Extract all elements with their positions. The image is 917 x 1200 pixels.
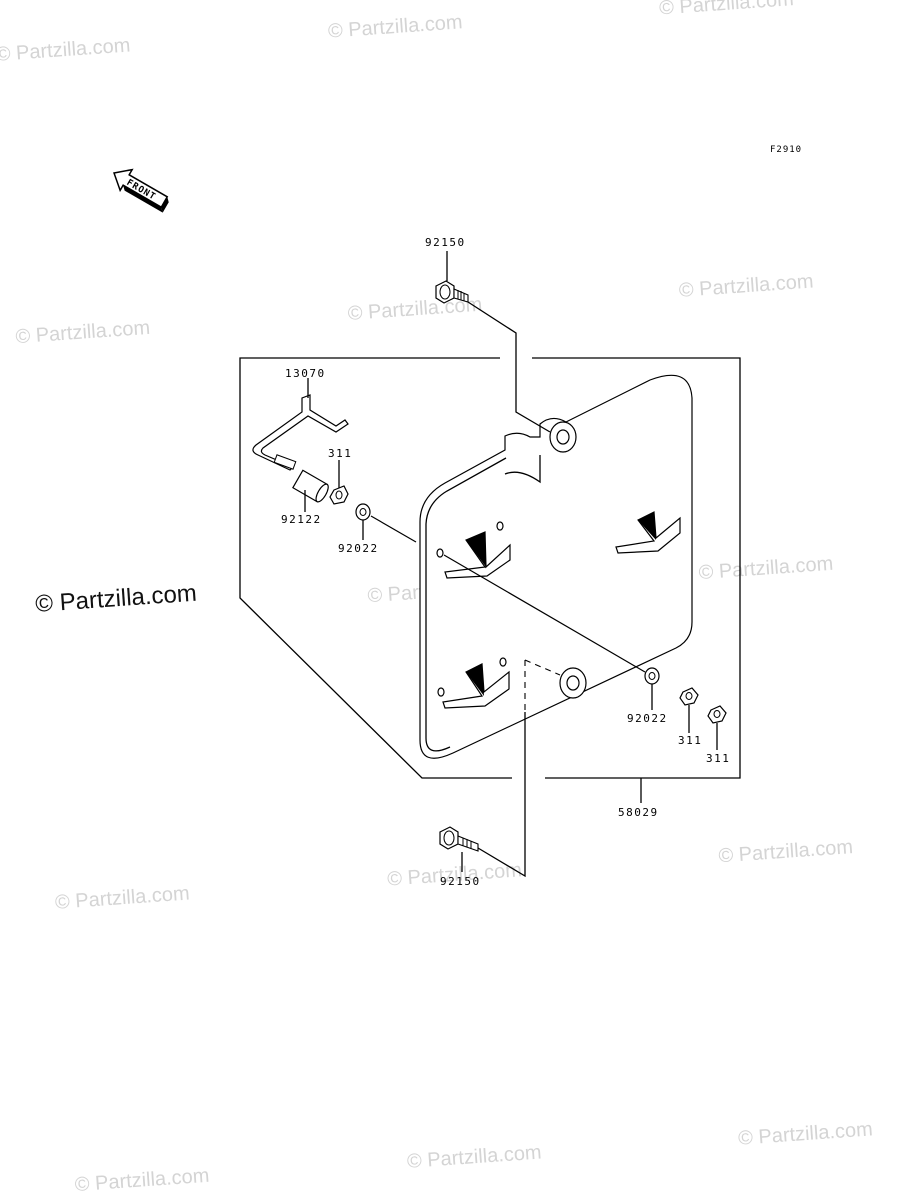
watermark: © Partzilla.com: [737, 1118, 873, 1149]
bolt: [439, 826, 479, 852]
part-label-plate-assembly: 58029: [618, 806, 659, 819]
watermark: © Partzilla.com: [15, 317, 151, 348]
part-label-washer-right: 92022: [627, 712, 668, 725]
front-arrow-icon: FRONT: [113, 168, 169, 213]
leader-line: [477, 712, 526, 878]
reflector-bracket: [442, 663, 510, 709]
watermark: © Partzilla.com: [74, 1165, 210, 1196]
collar: [292, 469, 329, 503]
watermark: © Partzilla.com: [698, 553, 834, 584]
watermark: © Partzilla.com: [0, 35, 131, 66]
plate-bracket: [419, 374, 693, 759]
watermark: © Partzilla.com: [327, 11, 463, 42]
nut: [707, 705, 727, 724]
nut: [329, 485, 349, 505]
leader-line: [467, 301, 551, 433]
washer: [644, 667, 660, 685]
watermark-logo: © Partzilla.com: [34, 580, 197, 618]
watermark: © Partzilla.com: [678, 270, 814, 301]
bolt: [435, 280, 469, 304]
part-label-rod: 13070: [285, 367, 326, 380]
reflector-bracket: [444, 531, 511, 579]
part-label-washer-left: 92022: [338, 542, 379, 555]
rod: [252, 394, 349, 471]
assembly-bracket: [239, 357, 741, 779]
leader-line: [370, 515, 417, 543]
washer: [355, 503, 371, 521]
watermark: © Partzilla.com: [718, 836, 854, 867]
part-label-bolt-top: 92150: [425, 236, 466, 249]
part-label-nut-right-1: 311: [678, 734, 702, 747]
figure-ref: F2910: [770, 145, 802, 155]
leader-line: [443, 554, 646, 673]
nut: [679, 687, 699, 706]
part-label-bolt-bottom: 92150: [440, 875, 481, 888]
watermark: © Partzilla.com: [54, 882, 190, 913]
part-label-nut-right-2: 311: [706, 752, 730, 765]
watermark: © Partzilla.com: [406, 1142, 542, 1173]
part-label-nut-left: 311: [328, 447, 352, 460]
part-label-collar: 92122: [281, 513, 322, 526]
reflector-bracket: [615, 511, 681, 554]
watermark: © Partzilla.com: [658, 0, 794, 19]
